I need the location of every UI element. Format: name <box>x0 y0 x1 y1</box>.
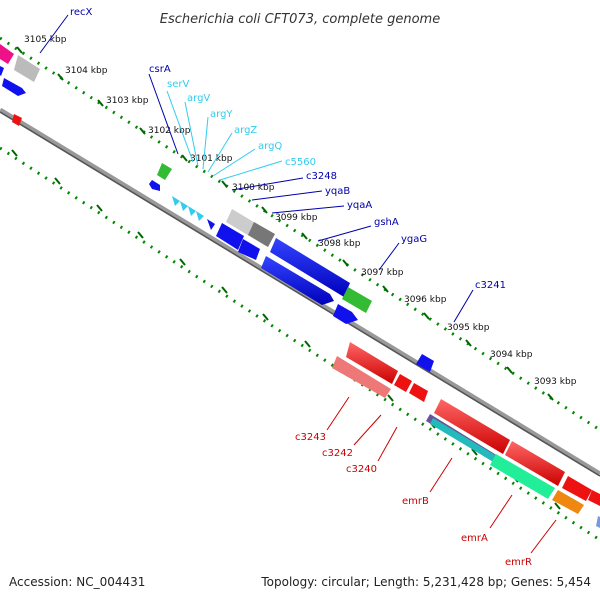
accession-text: Accession: NC_004431 <box>9 575 145 589</box>
tick-label: 3096 kbp <box>404 295 447 305</box>
gene-feature[interactable] <box>270 238 350 297</box>
gene-feature[interactable] <box>333 304 358 324</box>
gene-label-yqaa[interactable]: yqaA <box>347 200 372 211</box>
gene-feature[interactable] <box>596 516 600 528</box>
tick-label: 3100 kbp <box>232 183 275 193</box>
gene-label-recx[interactable]: recX <box>70 7 93 18</box>
gene-feature[interactable] <box>12 114 22 126</box>
gene-label-argy[interactable]: argY <box>210 109 233 120</box>
gene-feature[interactable] <box>261 256 334 305</box>
gene-feature[interactable] <box>409 383 428 402</box>
gene-feature[interactable] <box>490 454 555 499</box>
tick-label: 3098 kbp <box>318 239 361 249</box>
gene-label-c5560[interactable]: c5560 <box>285 157 316 168</box>
tick-label: 3104 kbp <box>65 66 108 76</box>
tick-label: 3105 kbp <box>24 35 67 45</box>
gene-arrow[interactable] <box>207 219 215 230</box>
gene-arrow[interactable] <box>188 206 196 216</box>
forward-features <box>0 44 600 528</box>
gene-label-argv[interactable]: argV <box>187 93 210 104</box>
tick-label: 3094 kbp <box>490 350 533 360</box>
tick-label: 3101 kbp <box>190 154 233 164</box>
gene-label-emra[interactable]: emrA <box>461 533 488 544</box>
gene-label-c3240[interactable]: c3240 <box>346 464 377 475</box>
gene-feature[interactable] <box>434 399 510 454</box>
tick-label: 3097 kbp <box>361 268 404 278</box>
gene-arrow[interactable] <box>196 211 204 221</box>
gene-label-serv[interactable]: serV <box>167 79 189 90</box>
tick-label: 3103 kbp <box>106 96 149 106</box>
gene-label-c3248[interactable]: c3248 <box>306 171 337 182</box>
gene-feature[interactable] <box>588 490 600 506</box>
gene-feature[interactable] <box>0 66 4 76</box>
reverse-gene-labels: c3243 c3242 c3240 emrB emrA emrR <box>295 396 557 568</box>
topology-text: Topology: circular; Length: 5,231,428 bp… <box>260 575 591 589</box>
gene-feature[interactable] <box>505 441 565 486</box>
reverse-features <box>12 114 600 514</box>
tick-label: 3099 kbp <box>275 213 318 223</box>
tick-label: 3095 kbp <box>447 323 490 333</box>
gene-feature[interactable] <box>149 180 160 191</box>
gene-label-c3243[interactable]: c3243 <box>295 432 326 443</box>
gene-feature[interactable] <box>216 223 244 250</box>
gene-feature[interactable] <box>248 222 275 247</box>
gene-feature[interactable] <box>562 476 592 501</box>
map-title: Escherichia coli CFT073, complete genome <box>160 12 440 27</box>
gene-label-argz[interactable]: argZ <box>234 125 257 136</box>
tick-label: 3093 kbp <box>534 377 577 387</box>
gene-feature[interactable] <box>346 342 398 384</box>
gene-feature[interactable] <box>157 163 172 180</box>
gene-label-csra[interactable]: csrA <box>149 64 171 75</box>
gene-label-emrr[interactable]: emrR <box>505 557 532 568</box>
gene-feature[interactable] <box>332 356 391 398</box>
gene-feature[interactable] <box>14 55 40 82</box>
gene-label-emrb[interactable]: emrB <box>402 496 429 507</box>
gene-feature[interactable] <box>416 354 434 372</box>
gene-arrow[interactable] <box>180 201 188 211</box>
gene-feature[interactable] <box>430 418 500 464</box>
gene-feature[interactable] <box>342 287 372 313</box>
tick-labels: 3105 kbp 3104 kbp 3103 kbp 3102 kbp 3101… <box>24 35 577 387</box>
gene-feature[interactable] <box>238 239 260 260</box>
gene-feature[interactable] <box>0 44 14 64</box>
genome-backbone-shadow <box>0 111 600 477</box>
gene-label-ygag[interactable]: ygaG <box>401 234 427 245</box>
gene-label-yqab[interactable]: yqaB <box>325 186 350 197</box>
gene-arrow[interactable] <box>172 196 180 206</box>
gene-label-argq[interactable]: argQ <box>258 141 282 152</box>
genome-backbone <box>0 107 600 477</box>
gene-label-c3242[interactable]: c3242 <box>322 448 353 459</box>
gene-feature[interactable] <box>2 78 26 96</box>
gene-feature[interactable] <box>394 374 412 392</box>
inner-tick-row <box>0 146 600 542</box>
gene-feature[interactable] <box>552 490 584 514</box>
gene-label-gsha[interactable]: gshA <box>374 217 399 228</box>
forward-gene-labels: recX csrA serV argV argY argZ argQ c5560… <box>39 7 506 323</box>
gene-label-c3241[interactable]: c3241 <box>475 280 506 291</box>
